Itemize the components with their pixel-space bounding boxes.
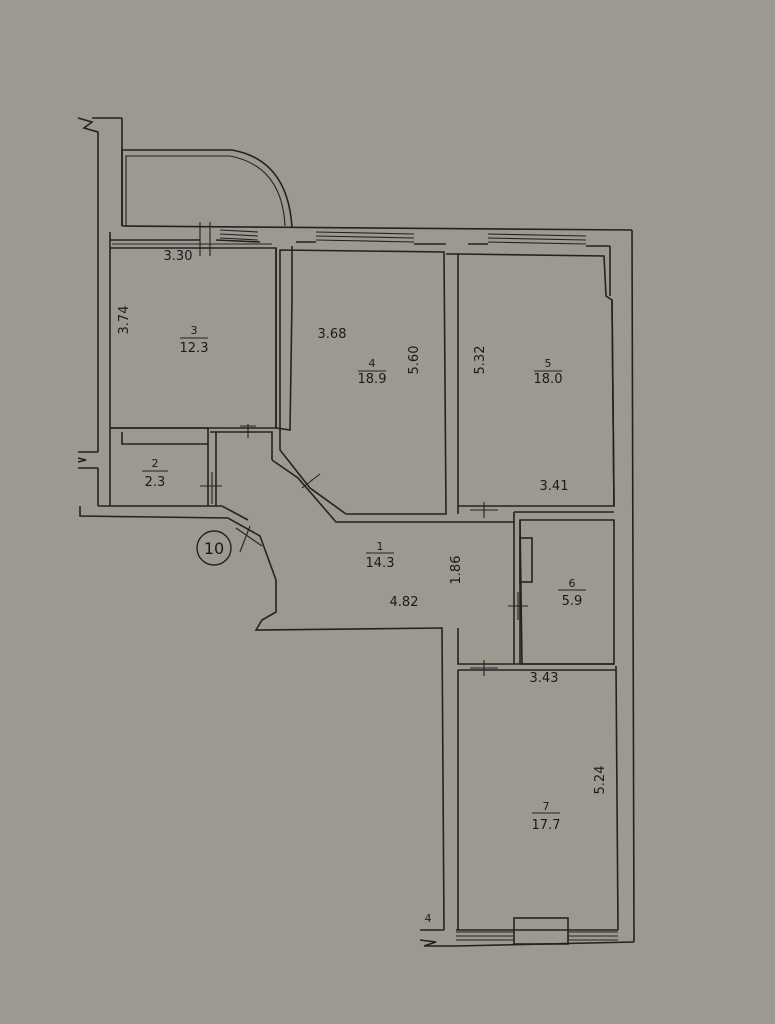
room-7-number: 7 [543,800,550,813]
balcony [121,149,293,229]
room-5-area: 18.0 [534,372,563,387]
dim-room7-width: 3.43 [530,671,559,686]
windows [219,229,618,945]
room-1-area: 14.3 [366,556,395,571]
room-6-number: 6 [569,577,576,590]
room-3-number: 3 [191,324,198,337]
room-3-area: 12.3 [180,341,209,356]
entrance-marker-circle [196,530,232,566]
room-labels: 3 12.3 4 18.9 5 18.0 2 2.3 1 14.3 6 5.9 … [142,324,586,833]
dim-room4-width: 3.68 [318,327,347,342]
dimension-labels: 3.30 3.74 3.68 5.60 5.32 3.41 1.86 4.82 … [117,249,608,794]
dim-room5-depth: 5.32 [473,346,488,375]
room-6-area: 5.9 [562,594,583,609]
outer-walls [77,117,635,947]
dim-room3-width: 3.30 [164,249,193,264]
room-2-number: 2 [152,457,159,470]
dim-hall-depth: 1.86 [449,556,464,585]
room-2-area: 2.3 [145,475,166,490]
dim-hall-width: 4.82 [390,595,419,610]
room-1-number: 1 [377,540,384,553]
dim-room3-depth: 3.74 [117,306,132,335]
room-5-number: 5 [545,357,552,370]
room-4-number: 4 [369,357,376,370]
room-7-area: 17.7 [532,818,561,833]
corner-mark: 4 [425,912,432,925]
dim-room5-width: 3.41 [540,479,569,494]
door-marks [199,222,528,676]
entrance-marker-label: 10 [204,539,224,558]
dim-room7-depth: 5.24 [593,766,608,795]
room-4-area: 18.9 [358,372,387,387]
dim-room4-depth: 5.60 [407,346,422,375]
